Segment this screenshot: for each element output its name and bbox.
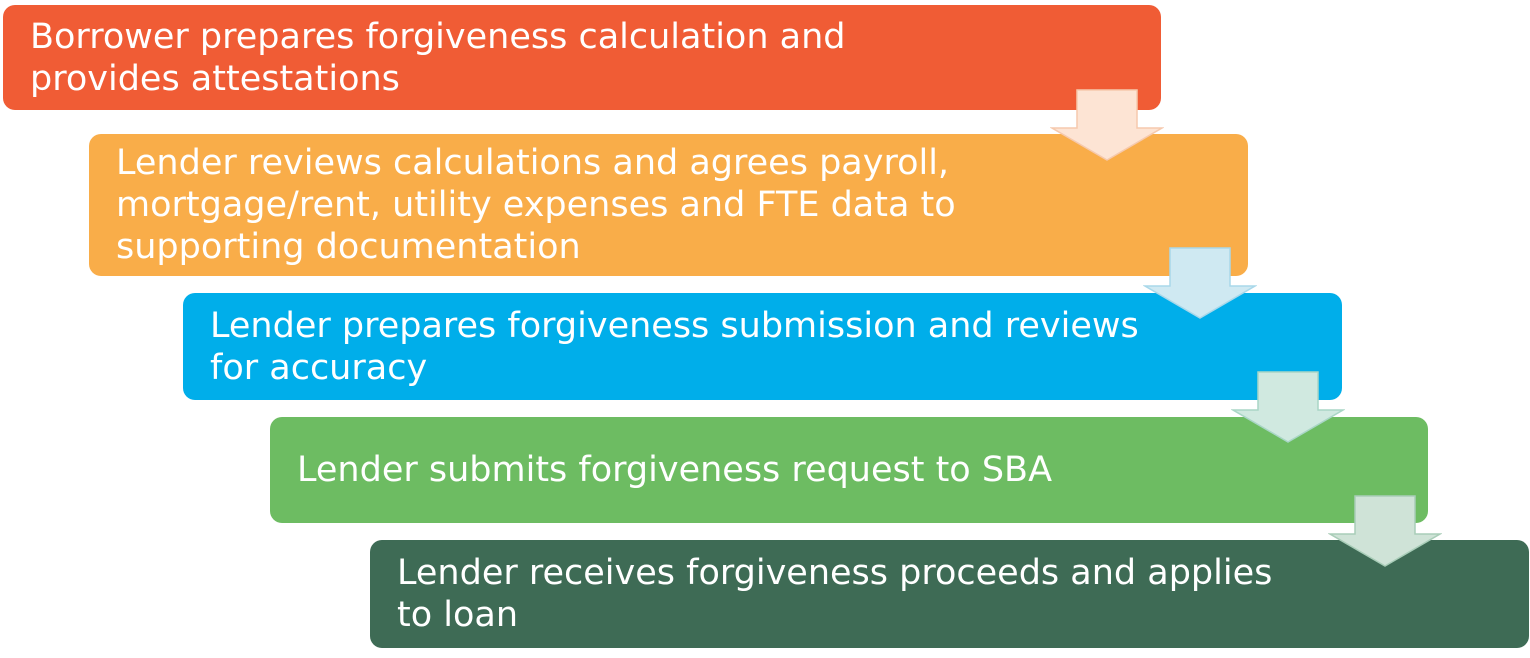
process-step-5: Lender receives forgiveness proceeds and… — [370, 540, 1529, 648]
process-step-3: Lender prepares forgiveness submission a… — [183, 293, 1342, 400]
down-arrow-icon — [1050, 89, 1164, 161]
process-step-4: Lender submits forgiveness request to SB… — [270, 417, 1428, 523]
step-label: Lender receives forgiveness proceeds and… — [397, 553, 1273, 635]
down-arrow-icon — [1231, 371, 1345, 443]
step-label: Borrower prepares forgiveness calculatio… — [30, 16, 846, 99]
step-label: Lender submits forgiveness request to SB… — [297, 450, 1053, 490]
step-label: Lender reviews calculations and agrees p… — [116, 143, 956, 267]
step-label: Lender prepares forgiveness submission a… — [210, 305, 1139, 388]
process-step-1: Borrower prepares forgiveness calculatio… — [3, 5, 1161, 110]
down-arrow-icon — [1143, 247, 1257, 319]
down-arrow-icon — [1328, 495, 1442, 567]
process-step-2: Lender reviews calculations and agrees p… — [89, 134, 1248, 276]
